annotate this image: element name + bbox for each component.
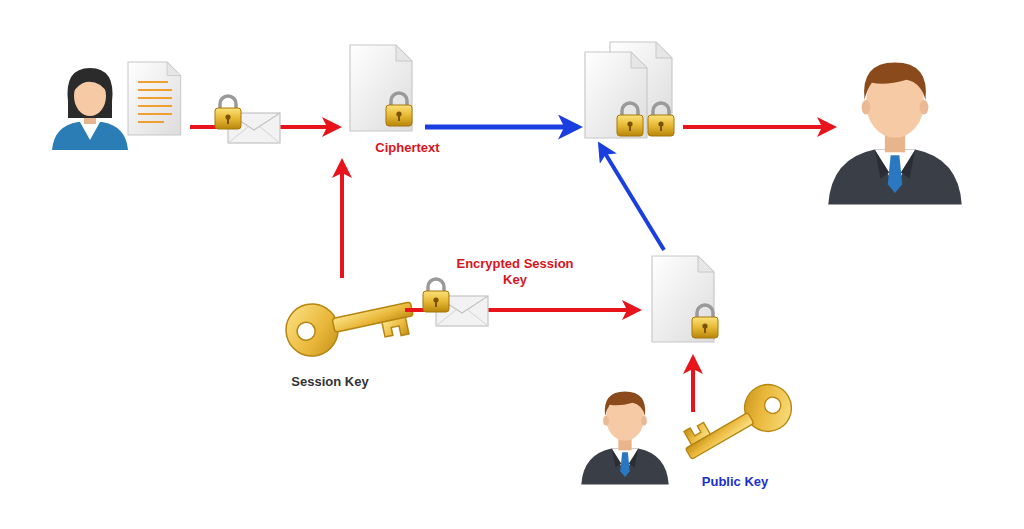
session-key: Session Key bbox=[270, 278, 390, 390]
flow-arrow bbox=[340, 162, 344, 278]
arrow-label: Encrypted Session Key bbox=[448, 256, 582, 288]
node-label: Session Key bbox=[291, 374, 368, 390]
node-label: Ciphertext bbox=[375, 140, 439, 156]
ciphertext-document: Ciphertext bbox=[335, 40, 480, 156]
node-label: Public Key bbox=[702, 474, 768, 490]
public-key: Public Key bbox=[672, 380, 798, 490]
